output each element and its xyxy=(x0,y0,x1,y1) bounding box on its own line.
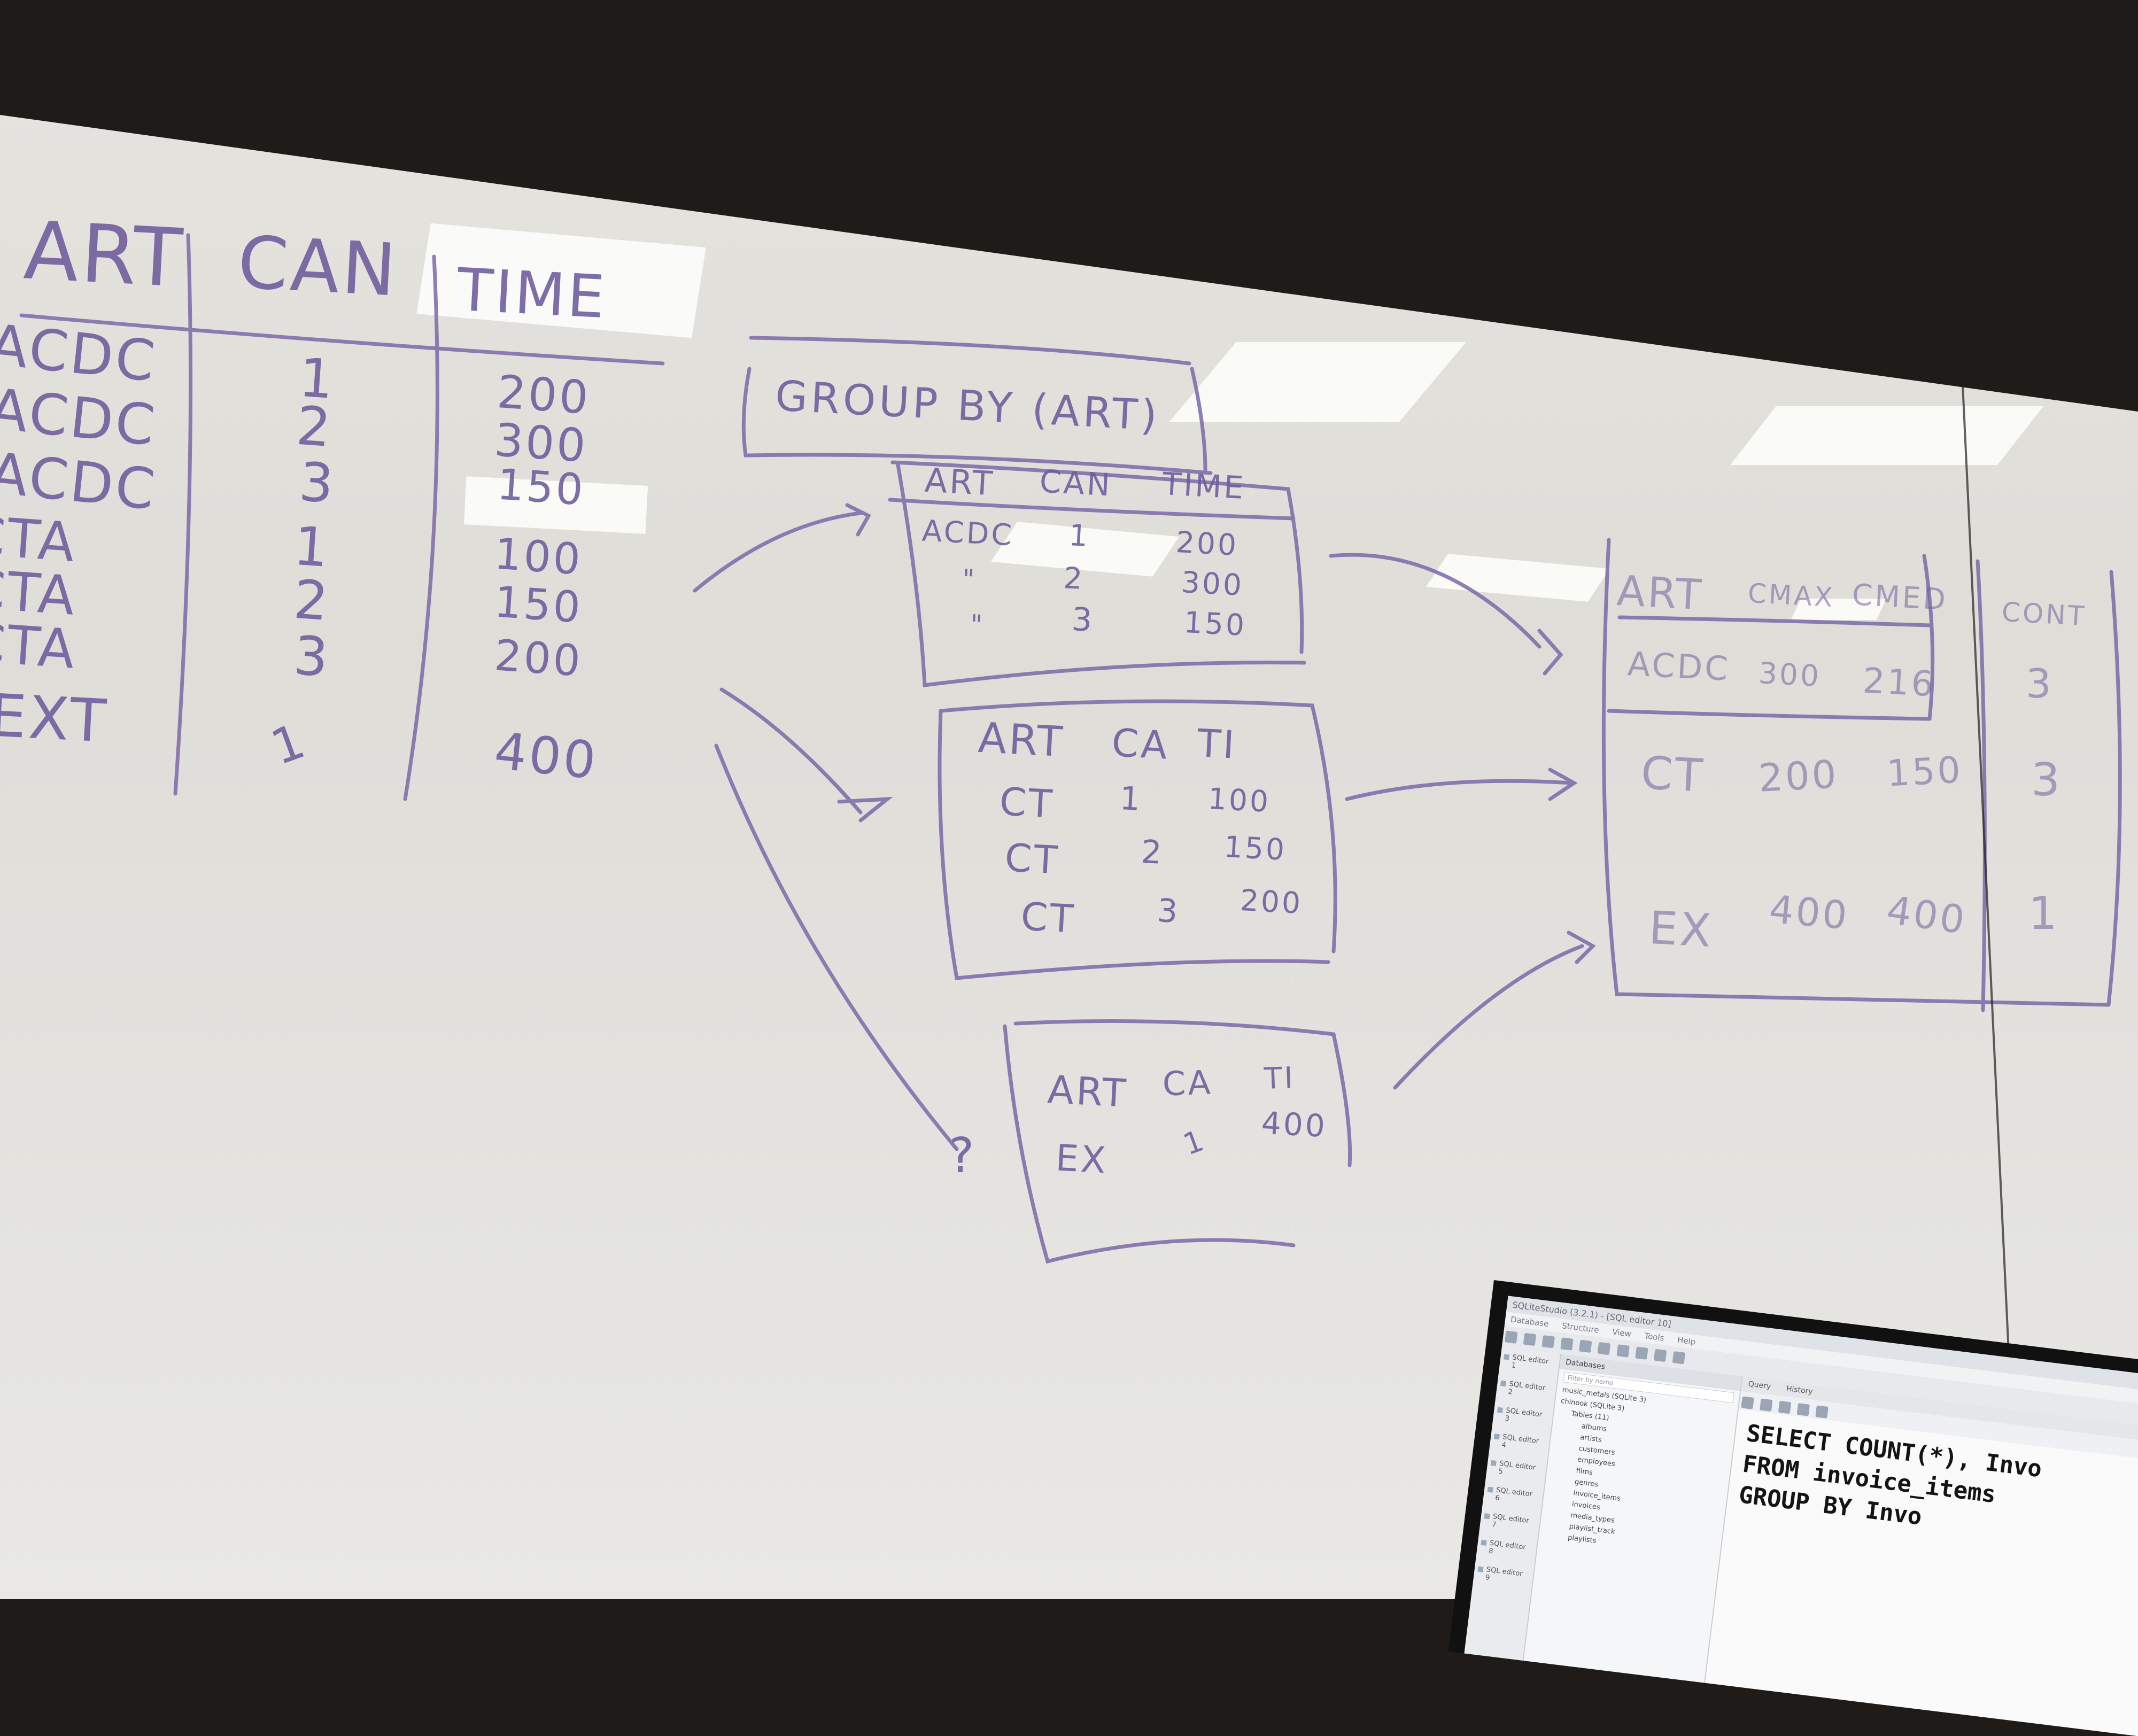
format-sql-icon[interactable] xyxy=(1778,1400,1792,1414)
remove-database-icon[interactable] xyxy=(1579,1339,1592,1353)
group-ct-cell: 1 xyxy=(1119,779,1143,819)
group-acdc-header: ART xyxy=(924,460,996,503)
group-acdc-cell: 200 xyxy=(1175,524,1240,563)
group-ct-cell: CT xyxy=(998,779,1056,827)
group-acdc-header: CAN xyxy=(1039,463,1113,503)
group-acdc-cell: 150 xyxy=(1183,604,1248,643)
tab-history[interactable]: History xyxy=(1785,1384,1814,1397)
edit-table-icon[interactable] xyxy=(1635,1346,1648,1360)
whiteboard-ink-lines xyxy=(19,233,2122,1264)
computer-monitor: SQLiteStudio (3.2.1) - [SQL editor 10] D… xyxy=(1448,1280,2138,1736)
result-cell: 300 xyxy=(1757,655,1822,694)
clear-icon[interactable] xyxy=(1796,1403,1810,1416)
source-row-time: 100 xyxy=(492,529,584,585)
save-icon[interactable] xyxy=(1815,1405,1829,1419)
source-row-time: 200 xyxy=(492,630,584,686)
export-icon[interactable] xyxy=(1672,1351,1685,1365)
group-ex-cell: EX xyxy=(1054,1137,1109,1182)
group-ex-header: ART xyxy=(1046,1067,1129,1116)
sql-editor-icon[interactable] xyxy=(1653,1348,1667,1362)
group-acdc-cell: ACDC xyxy=(921,513,1015,553)
group-acdc-cell: " xyxy=(969,609,986,641)
result-cell: EX xyxy=(1647,901,1715,958)
group-ct-header: TI xyxy=(1196,720,1238,768)
connect-icon[interactable] xyxy=(1504,1330,1518,1344)
result-header: ART xyxy=(1615,567,1705,620)
result-cell: 200 xyxy=(1757,751,1840,801)
source-row-art: EXT xyxy=(0,681,110,756)
source-row-can: 3 xyxy=(292,624,332,689)
result-cell: CT xyxy=(1639,746,1706,803)
new-table-icon[interactable] xyxy=(1616,1344,1630,1358)
result-cell: 400 xyxy=(1767,886,1851,939)
menu-view[interactable]: View xyxy=(1612,1327,1632,1339)
execute-query-icon[interactable] xyxy=(1741,1396,1754,1409)
source-header-can: CAN xyxy=(236,220,400,313)
group-ex-cell: 400 xyxy=(1260,1104,1328,1145)
source-row-can: 2 xyxy=(295,394,335,460)
group-ct-cell: 100 xyxy=(1207,781,1272,819)
result-header: CMED xyxy=(1851,577,1949,617)
menu-tools[interactable]: Tools xyxy=(1644,1331,1665,1343)
group-acdc-cell: 3 xyxy=(1071,600,1095,640)
sql-editor: Query History chinook SELECT COUNT(*), I… xyxy=(1705,1376,2138,1736)
database-tree: music_metals (SQLite 3) chinook (SQLite … xyxy=(1538,1384,1738,1562)
source-row-can: 3 xyxy=(297,450,338,516)
disconnect-icon[interactable] xyxy=(1523,1332,1537,1346)
result-cell: 150 xyxy=(1886,749,1964,795)
add-database-icon[interactable] xyxy=(1541,1335,1555,1348)
group-acdc-cell: 300 xyxy=(1180,564,1245,603)
result-header: CONT xyxy=(2001,596,2087,632)
tab-query[interactable]: Query xyxy=(1747,1380,1772,1391)
group-ex-header: TI xyxy=(1263,1060,1296,1096)
result-cell: 216 xyxy=(1862,661,1936,705)
group-ct-header: ART xyxy=(977,714,1066,767)
result-header: CMAX xyxy=(1747,577,1835,614)
refresh-icon[interactable] xyxy=(1598,1342,1611,1355)
group-ct-cell: 3 xyxy=(1156,892,1181,931)
source-row-time: 150 xyxy=(492,577,584,633)
result-cell: 3 xyxy=(2031,754,2063,807)
group-acdc-cell: " xyxy=(961,563,978,595)
source-row-time: 400 xyxy=(491,722,601,791)
result-cell: ACDC xyxy=(1626,644,1731,688)
group-ct-cell: CT xyxy=(1003,835,1061,883)
menu-help[interactable]: Help xyxy=(1677,1335,1697,1347)
question-mark: ? xyxy=(949,1128,977,1184)
group-ct-cell: 150 xyxy=(1223,829,1288,867)
source-header-art: ART xyxy=(21,204,187,306)
group-acdc-header: TIME xyxy=(1161,465,1246,507)
source-row-art: CTA xyxy=(0,611,79,681)
source-row-time: 150 xyxy=(495,459,587,515)
group-ct-cell: 2 xyxy=(1140,833,1165,872)
group-ex-header: CA xyxy=(1161,1063,1213,1104)
source-header-time: TIME xyxy=(455,255,609,332)
result-cell: 3 xyxy=(2026,660,2054,707)
databases-panel: Databases Filter by name music_metals (S… xyxy=(1523,1354,1743,1683)
sqlitestudio-window: SQLiteStudio (3.2.1) - [SQL editor 10] D… xyxy=(1464,1296,2138,1736)
result-cell: 1 xyxy=(2028,887,2060,940)
group-acdc-cell: 2 xyxy=(1063,561,1086,596)
source-row-can: 2 xyxy=(292,568,332,633)
edit-database-icon[interactable] xyxy=(1560,1337,1574,1351)
group-ct-cell: 200 xyxy=(1239,882,1304,921)
explain-icon[interactable] xyxy=(1760,1398,1773,1412)
group-acdc-cell: 1 xyxy=(1068,518,1091,553)
group-ct-header: CA xyxy=(1110,720,1171,768)
group-ct-cell: CT xyxy=(1019,894,1077,942)
